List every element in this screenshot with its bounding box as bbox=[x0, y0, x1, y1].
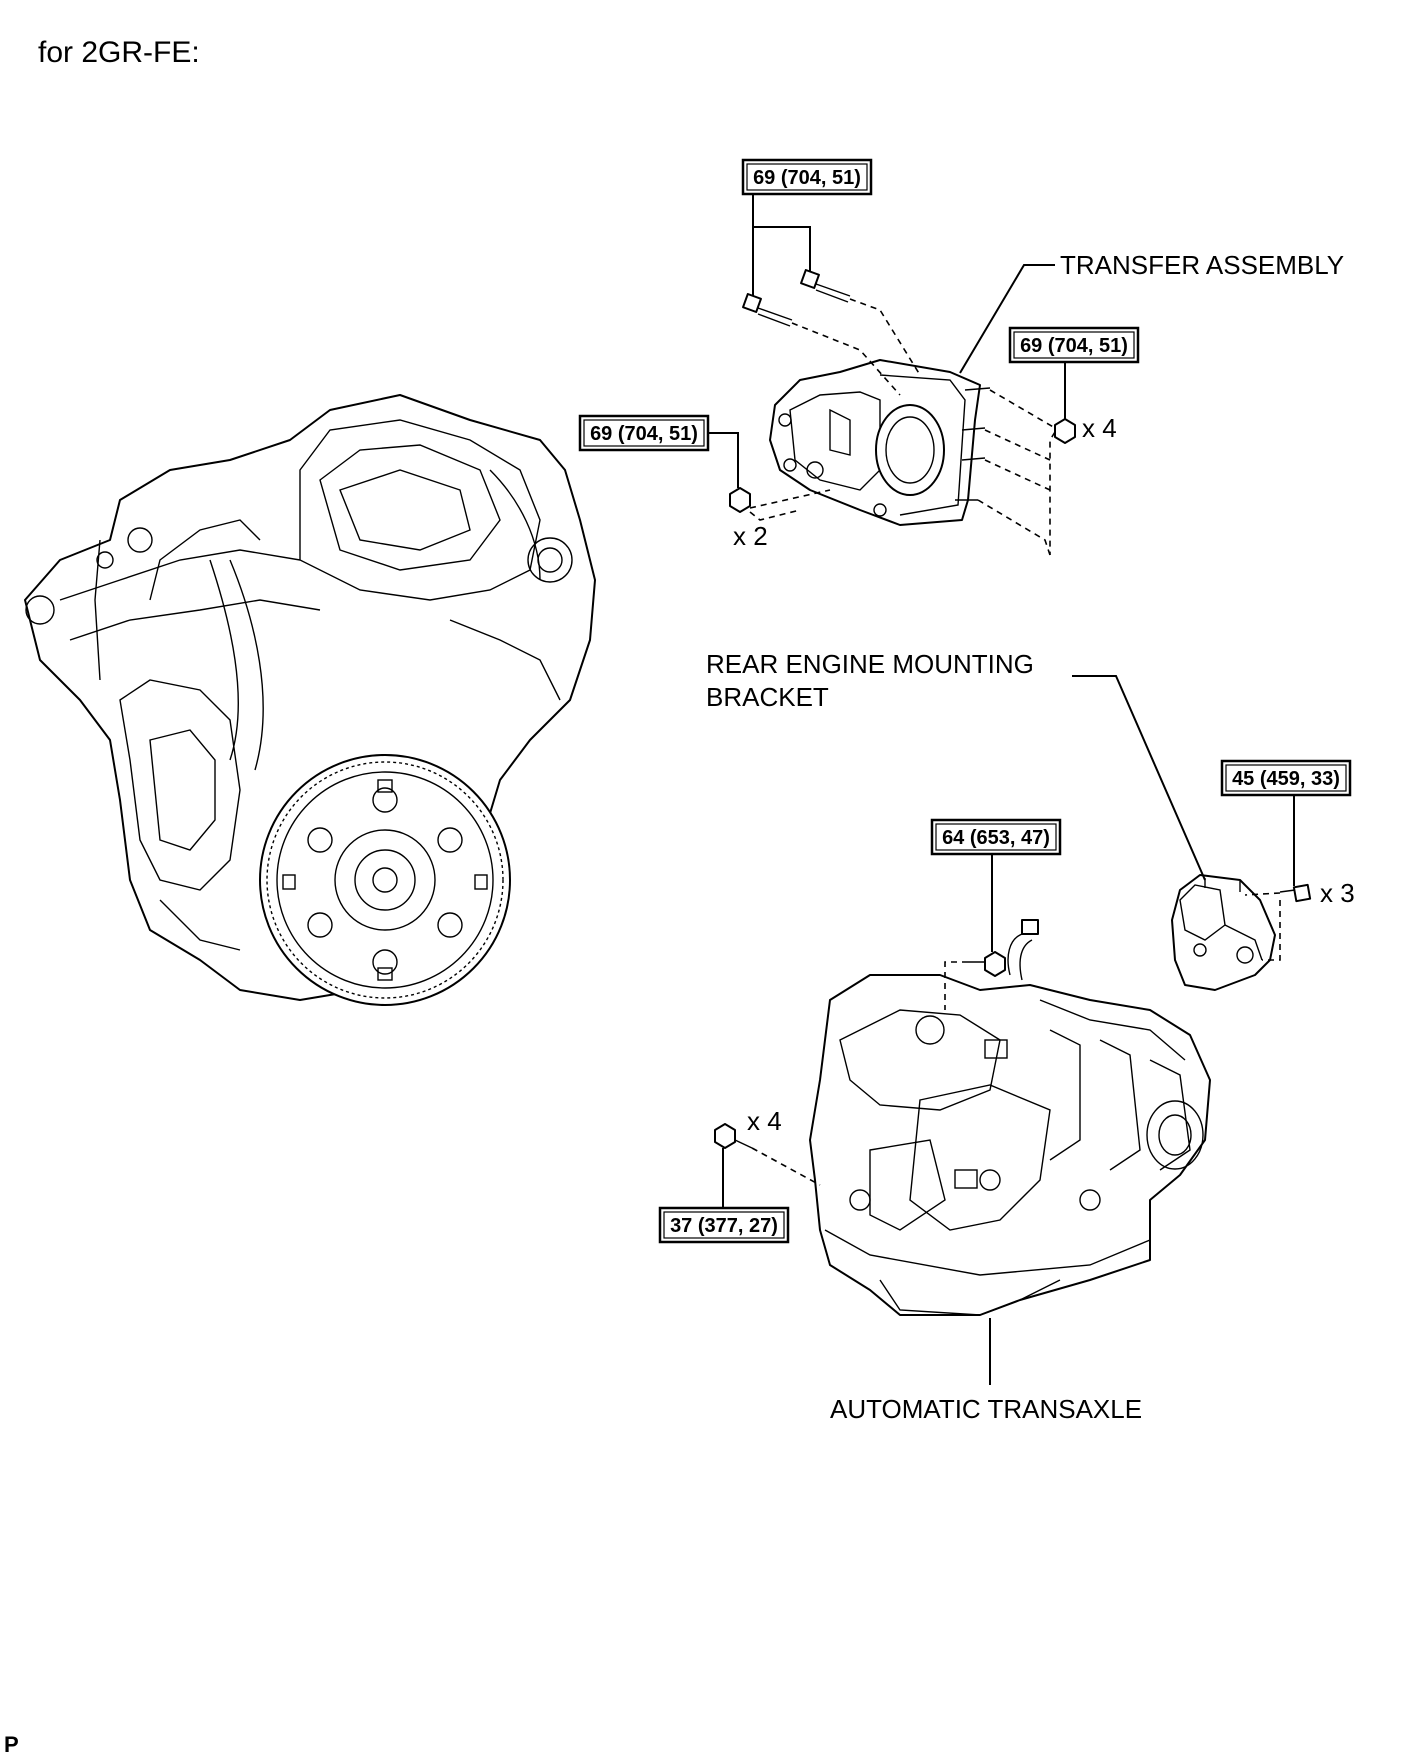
transfer-assembly-illustration bbox=[769, 359, 991, 526]
transfer-bolt-lower bbox=[742, 293, 793, 327]
torque-spec-transfer-bolts: 69 (704, 51) bbox=[741, 158, 873, 196]
transaxle-side-bolt bbox=[714, 1123, 753, 1149]
transfer-nut-left-quantity: x 2 bbox=[733, 521, 768, 551]
figure-code: P bbox=[4, 1732, 19, 1757]
torque-text: 69 (704, 51) bbox=[590, 423, 698, 445]
torque-text: 69 (704, 51) bbox=[753, 167, 861, 189]
torque-spec-transaxle-top-bolt: 64 (653, 47) bbox=[930, 818, 1062, 856]
torque-text: 64 (653, 47) bbox=[942, 827, 1050, 849]
transfer-nut-left bbox=[729, 487, 751, 513]
torque-text: 37 (377, 27) bbox=[670, 1215, 778, 1237]
engine-illustration bbox=[24, 394, 596, 1006]
rear-engine-mounting-bracket-illustration bbox=[1171, 874, 1276, 991]
transaxle-side-bolts-quantity: x 4 bbox=[747, 1106, 782, 1136]
automatic-transaxle-label: AUTOMATIC TRANSAXLE bbox=[830, 1394, 1142, 1424]
transaxle-top-bolt bbox=[968, 951, 1006, 977]
transfer-nut-right bbox=[1054, 418, 1076, 444]
mount-bracket-bolts-quantity: x 3 bbox=[1320, 878, 1355, 908]
transfer-nuts-quantity: x 4 bbox=[1082, 413, 1117, 443]
torque-spec-transfer-nut-left: 69 (704, 51) bbox=[578, 414, 710, 452]
torque-spec-mount-bracket-bolts: 45 (459, 33) bbox=[1220, 759, 1352, 797]
automatic-transaxle-illustration bbox=[809, 919, 1211, 1316]
mount-bracket-bolt bbox=[1279, 883, 1312, 903]
transfer-assembly-label: TRANSFER ASSEMBLY bbox=[1060, 250, 1344, 280]
torque-text: 69 (704, 51) bbox=[1020, 335, 1128, 357]
heading: for 2GR-FE: bbox=[38, 36, 200, 69]
rear-mount-bracket-label-line2: BRACKET bbox=[706, 682, 829, 712]
transfer-bolt-upper bbox=[800, 269, 851, 303]
rear-mount-bracket-label-line1: REAR ENGINE MOUNTING bbox=[706, 649, 1034, 679]
torque-spec-transfer-nuts: 69 (704, 51) bbox=[1008, 326, 1140, 364]
torque-text: 45 (459, 33) bbox=[1232, 768, 1340, 790]
torque-spec-transaxle-side-bolts: 37 (377, 27) bbox=[658, 1206, 790, 1244]
